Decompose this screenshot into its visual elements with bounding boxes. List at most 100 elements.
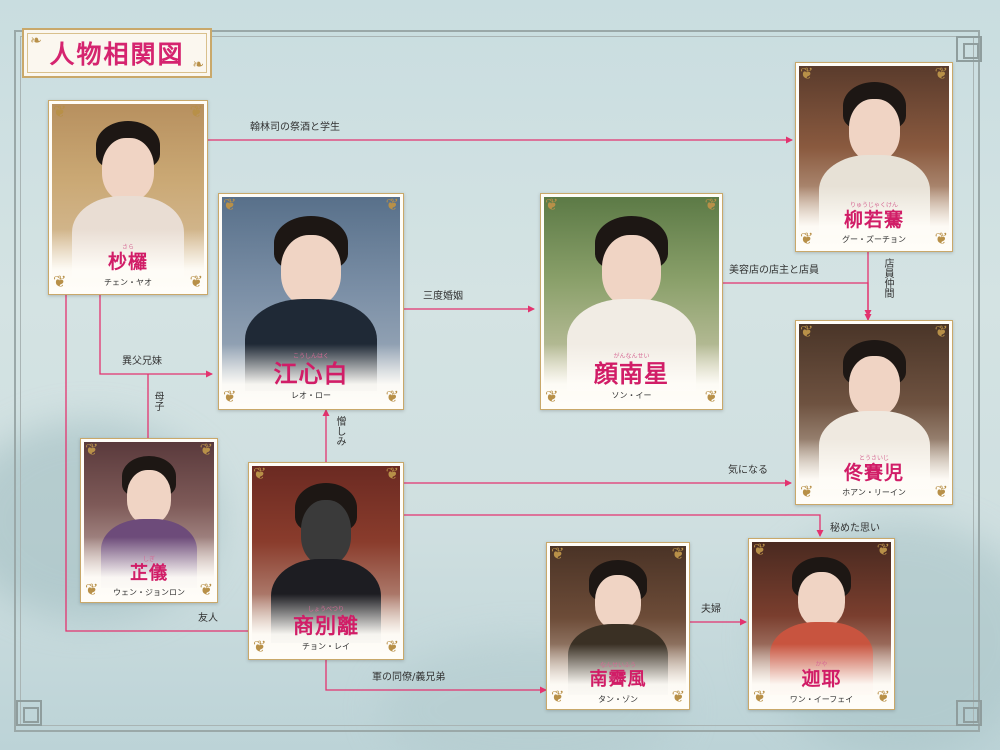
actor-name: チョン・レイ <box>302 642 350 651</box>
character-photo <box>550 546 686 706</box>
corner-ornament-icon: ❦ <box>385 387 399 406</box>
relation-label-nikushimi: 憎しみ <box>334 416 345 446</box>
corner-ornament-icon: ❦ <box>385 195 399 214</box>
character-card-jiang[interactable]: ❦ ❦ ❦ ❦ こうしんはく 江心白 レオ・ロー <box>218 193 404 410</box>
character-card-yan[interactable]: ❦ ❦ ❦ ❦ がんなんせい 顔南星 ソン・イー <box>540 193 723 410</box>
outer-frame <box>14 30 980 732</box>
character-card-tong[interactable]: ❦ ❦ ❦ ❦ とうさいじ 佟賽児 ホアン・リーイン <box>795 320 953 505</box>
character-photo <box>252 466 400 656</box>
photo-fade <box>222 344 400 406</box>
face-shape <box>848 98 900 161</box>
character-card-shaoyao[interactable]: ❦ ❦ ❦ ❦ さら 杪欏 チェン・ヤオ <box>48 100 208 295</box>
line-himeta <box>404 514 824 537</box>
corner-ornament-icon: ❦ <box>253 464 267 483</box>
actor-name: タン・ゾン <box>598 695 638 704</box>
corner-ornament-icon: ❦ <box>753 540 767 559</box>
character-card-zhiyi[interactable]: ❦ ❦ ❦ ❦ しぎ 芷儀 ウェン・ジョンロン <box>80 438 218 603</box>
relation-label-hanlin: 翰林司の祭酒と学生 <box>250 122 340 133</box>
photo-fade <box>52 229 204 291</box>
corner-ornament-icon: ❦ <box>876 540 890 559</box>
corner-ornament-icon: ❦ <box>876 687 890 706</box>
character-ruby: がんなんせい <box>613 353 650 360</box>
character-name: 芷儀 <box>130 563 168 584</box>
character-ruby: とうさいじ <box>858 455 889 462</box>
actor-name: レオ・ロー <box>291 391 331 400</box>
corner-ornament-icon: ❦ <box>704 195 718 214</box>
corner-ornament-icon: ❦ <box>199 440 213 459</box>
character-card-jiaye[interactable]: ❦ ❦ ❦ ❦ かや 迦耶 ワン・イーフェイ <box>748 538 895 710</box>
corner-ornament-icon: ❦ <box>223 387 237 406</box>
corner-ornament-icon: ❦ <box>800 229 814 248</box>
character-name: 江心白 <box>273 359 349 388</box>
character-name: 南霽風 <box>589 669 647 690</box>
title-plaque: ❧ ❧ 人物相関図 <box>22 28 212 78</box>
character-name: 商別離 <box>293 613 359 638</box>
character-card-liu[interactable]: ❦ ❦ ❦ ❦ りゅうじゃくけん 柳若騫 グー・ズーチョン <box>795 62 953 252</box>
character-photo <box>799 324 949 501</box>
face-shape <box>280 234 342 306</box>
face-shape <box>601 234 662 306</box>
character-card-shang[interactable]: ❦ ❦ ❦ ❦ しょうべつり 商別離 チョン・レイ <box>248 462 404 660</box>
relation-label-boshi: 母子 <box>152 391 163 411</box>
character-photo <box>222 197 400 406</box>
character-ruby: さら <box>121 244 134 251</box>
character-ruby: しぎ <box>142 556 155 563</box>
actor-name: ワン・イーフェイ <box>789 695 854 704</box>
corner-ornament-icon: ❦ <box>934 322 948 341</box>
face-shape <box>126 470 172 524</box>
character-ruby: しょうべつり <box>307 606 344 613</box>
relation-label-ifu: 異父兄妹 <box>122 356 162 367</box>
corner-ornament-icon: ❦ <box>753 687 767 706</box>
corner-ornament-icon: ❦ <box>53 102 67 121</box>
corner-ornament-icon: ❦ <box>385 637 399 656</box>
actor-name: グー・ズーチョン <box>842 235 906 244</box>
mask-shape <box>300 500 352 565</box>
character-photo <box>544 197 719 406</box>
relation-label-fufu: 夫婦 <box>701 604 721 615</box>
face-shape <box>594 574 642 630</box>
relation-label-himeta: 秘めた思い <box>830 523 880 534</box>
character-name: 杪欏 <box>107 251 148 273</box>
photo-fade <box>544 344 719 406</box>
relation-label-kininaru: 気になる <box>728 465 768 476</box>
corner-ornament-icon: ❦ <box>800 482 814 501</box>
character-name: 迦耶 <box>801 668 842 690</box>
character-photo <box>84 442 214 599</box>
actor-name: ウェン・ジョンロン <box>113 588 185 597</box>
line-gun <box>322 654 547 694</box>
character-photo <box>52 104 204 291</box>
corner-ornament-icon: ❦ <box>199 580 213 599</box>
page-title: 人物相関図 <box>49 40 185 69</box>
corner-ornament-icon: ❦ <box>385 464 399 483</box>
character-ruby: こうしんはく <box>292 353 329 360</box>
character-photo <box>799 66 949 248</box>
photo-fade <box>799 186 949 248</box>
corner-ornament-icon: ❦ <box>53 272 67 291</box>
title-ornament-icon: ❧ <box>192 57 204 73</box>
actor-name: ソン・イー <box>611 391 652 400</box>
corner-knot-ornament <box>956 36 982 62</box>
character-card-nan[interactable]: ❦ ❦ ❦ ❦ なんせいふう 南霽風 タン・ゾン <box>546 542 690 710</box>
corner-ornament-icon: ❦ <box>545 387 559 406</box>
line-yujin <box>65 295 254 635</box>
character-ruby: かや <box>815 661 828 668</box>
corner-ornament-icon: ❦ <box>189 102 203 121</box>
face-shape <box>848 355 900 417</box>
corner-ornament-icon: ❦ <box>189 272 203 291</box>
character-name: 顔南星 <box>594 359 669 388</box>
corner-ornament-icon: ❦ <box>671 687 685 706</box>
corner-ornament-icon: ❦ <box>704 387 718 406</box>
corner-ornament-icon: ❦ <box>551 544 565 563</box>
face-shape <box>102 137 154 202</box>
character-photo <box>752 542 891 706</box>
corner-ornament-icon: ❦ <box>85 440 99 459</box>
corner-ornament-icon: ❦ <box>545 195 559 214</box>
relation-label-sando: 三度婚姻 <box>423 291 463 302</box>
relation-label-yujin: 友人 <box>198 613 218 624</box>
corner-ornament-icon: ❦ <box>551 687 565 706</box>
line-biyou <box>722 282 872 321</box>
corner-ornament-icon: ❦ <box>253 637 267 656</box>
character-name: 柳若騫 <box>843 209 904 231</box>
line-ifu <box>96 289 213 378</box>
